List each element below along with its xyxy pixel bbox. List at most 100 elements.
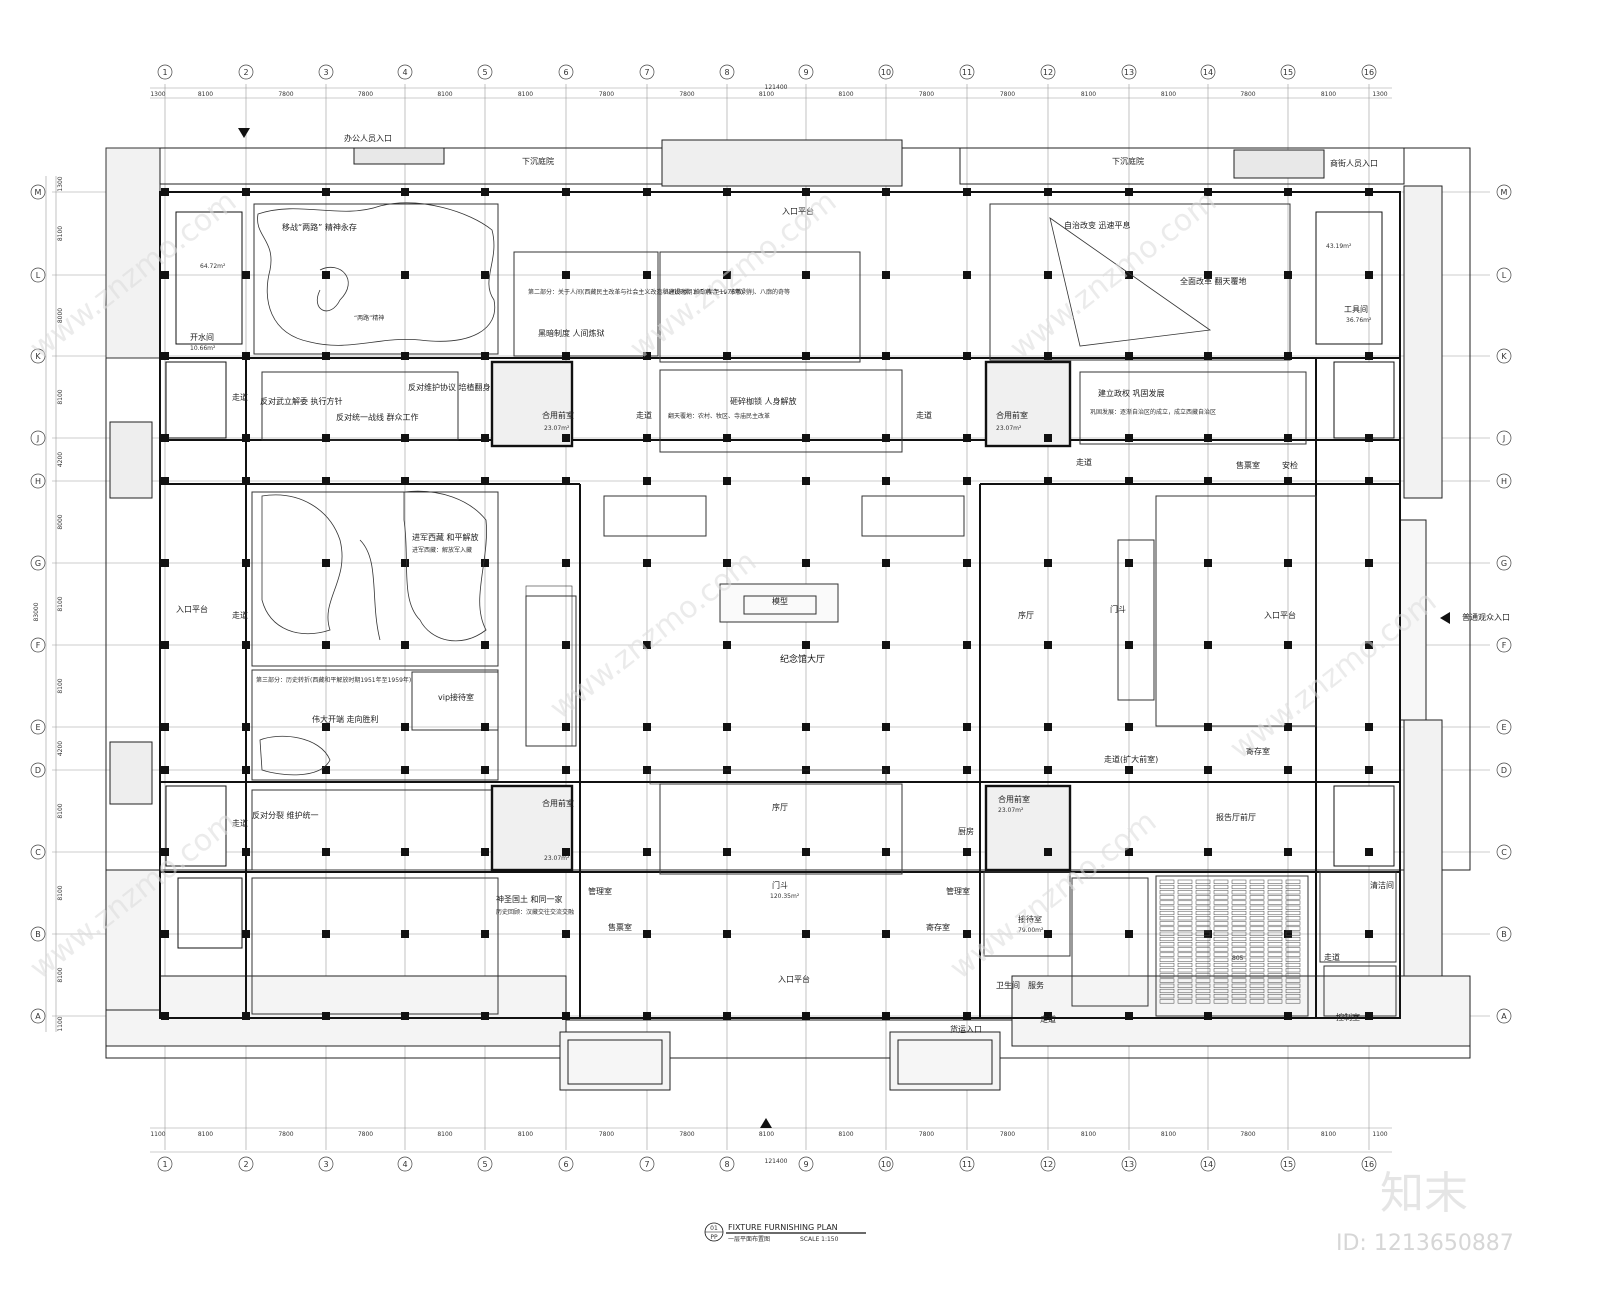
anteroom-label-4: 合用前室 — [998, 794, 1030, 804]
column — [322, 641, 330, 649]
seat — [1249, 879, 1265, 884]
seat — [1249, 905, 1265, 910]
column — [1044, 559, 1052, 567]
svg-text:11: 11 — [962, 68, 972, 77]
axis-bubble-row-C: C — [1496, 844, 1512, 860]
column — [643, 352, 651, 360]
column — [562, 352, 570, 360]
column — [242, 559, 250, 567]
exhibit-11-sub: 第三部分：历史转折(西藏和平解放时期1951年至1959年) — [256, 676, 411, 684]
axis-bubble-col-14: 14 — [1200, 64, 1216, 80]
axis-bubble-col-5: 5 — [477, 1156, 493, 1172]
column — [1284, 1012, 1292, 1020]
axis-bubble-col-2: 2 — [238, 1156, 254, 1172]
column — [1365, 477, 1373, 485]
seat — [1249, 978, 1265, 983]
seat — [1177, 978, 1193, 983]
svg-text:M: M — [35, 188, 42, 197]
column — [802, 477, 810, 485]
column — [481, 930, 489, 938]
exhibit-4-sub: 黑暗制度 人间炼狱 — [538, 328, 605, 338]
seat — [1177, 890, 1193, 895]
column — [1044, 723, 1052, 731]
exhibit-12-title: 神圣国土 和同一家 — [496, 894, 563, 904]
dim-top-10: 7800 — [919, 91, 934, 98]
column — [1125, 848, 1133, 856]
column — [723, 434, 731, 442]
dim-left-0: 1300 — [57, 176, 64, 191]
column — [1204, 434, 1212, 442]
seat — [1267, 978, 1283, 983]
column — [322, 434, 330, 442]
seat — [1177, 952, 1193, 957]
svg-text:G: G — [1501, 559, 1507, 568]
axis-bubble-row-D: D — [30, 762, 46, 778]
seat — [1231, 926, 1247, 931]
seat — [1213, 942, 1229, 947]
seat — [1177, 895, 1193, 900]
column — [882, 723, 890, 731]
seat — [1213, 926, 1229, 931]
seat — [1159, 890, 1175, 895]
column — [643, 723, 651, 731]
axis-bubble-col-4: 4 — [397, 1156, 413, 1172]
dim-bottom-13: 8100 — [1161, 1131, 1176, 1138]
seat — [1177, 994, 1193, 999]
seat — [1267, 994, 1283, 999]
seat — [1285, 936, 1301, 942]
exhibit-1-title: 移战“两路” 精神永存 — [282, 222, 357, 232]
dim-bottom-8: 8100 — [759, 1131, 774, 1138]
dim-top-6: 7800 — [599, 91, 614, 98]
seat — [1249, 916, 1265, 921]
seat — [1267, 983, 1283, 988]
seat — [1177, 988, 1193, 994]
dim-left-8: 4200 — [57, 741, 64, 756]
svg-text:2: 2 — [243, 1160, 248, 1169]
svg-text:11: 11 — [962, 1160, 972, 1169]
dim-top-9: 8100 — [838, 91, 853, 98]
seat — [1249, 936, 1265, 942]
dim-bottom-16: 1100 — [1372, 1131, 1387, 1138]
dim-top-5: 8100 — [518, 91, 533, 98]
dim-bottom-14: 7800 — [1240, 1131, 1255, 1138]
management-left-label: 管理室 — [588, 886, 612, 896]
column — [963, 434, 971, 442]
column — [1204, 1012, 1212, 1020]
column — [723, 559, 731, 567]
seat — [1213, 890, 1229, 895]
seat — [1177, 905, 1193, 910]
brand-logo-text: 知末 — [1380, 1168, 1468, 1219]
seat — [1267, 942, 1283, 947]
svg-text:E: E — [1501, 723, 1506, 732]
seat — [1195, 921, 1211, 926]
svg-text:A: A — [1501, 1012, 1507, 1021]
vip-room-label: vip接待室 — [438, 692, 474, 702]
svg-text:A: A — [35, 1012, 41, 1021]
svg-text:L: L — [1502, 271, 1507, 280]
column — [161, 271, 169, 279]
anteroom-label-3: 合用前室 — [542, 798, 574, 808]
seat — [1231, 921, 1247, 926]
column — [401, 930, 409, 938]
exhibit-10-sub: 进军西藏：解放军入藏 — [412, 546, 472, 554]
seat — [1195, 890, 1211, 895]
seat — [1177, 962, 1193, 968]
column — [1204, 766, 1212, 774]
axis-bubble-row-H: H — [30, 473, 46, 489]
seat — [1159, 879, 1175, 884]
anteroom-area-4: 23.07m² — [998, 807, 1024, 814]
axis-bubble-row-D: D — [1496, 762, 1512, 778]
column — [242, 477, 250, 485]
column — [562, 477, 570, 485]
seat — [1249, 957, 1265, 962]
svg-text:D: D — [1501, 766, 1507, 775]
exhibit-7-title: 建立政权 巩固发展 — [1098, 388, 1165, 398]
seat — [1213, 910, 1229, 916]
svg-text:8: 8 — [724, 1160, 729, 1169]
column — [723, 723, 731, 731]
dim-bottom-15: 8100 — [1321, 1131, 1336, 1138]
column — [242, 930, 250, 938]
column — [882, 848, 890, 856]
dim-top-4: 8100 — [437, 91, 452, 98]
seat — [1267, 968, 1283, 973]
